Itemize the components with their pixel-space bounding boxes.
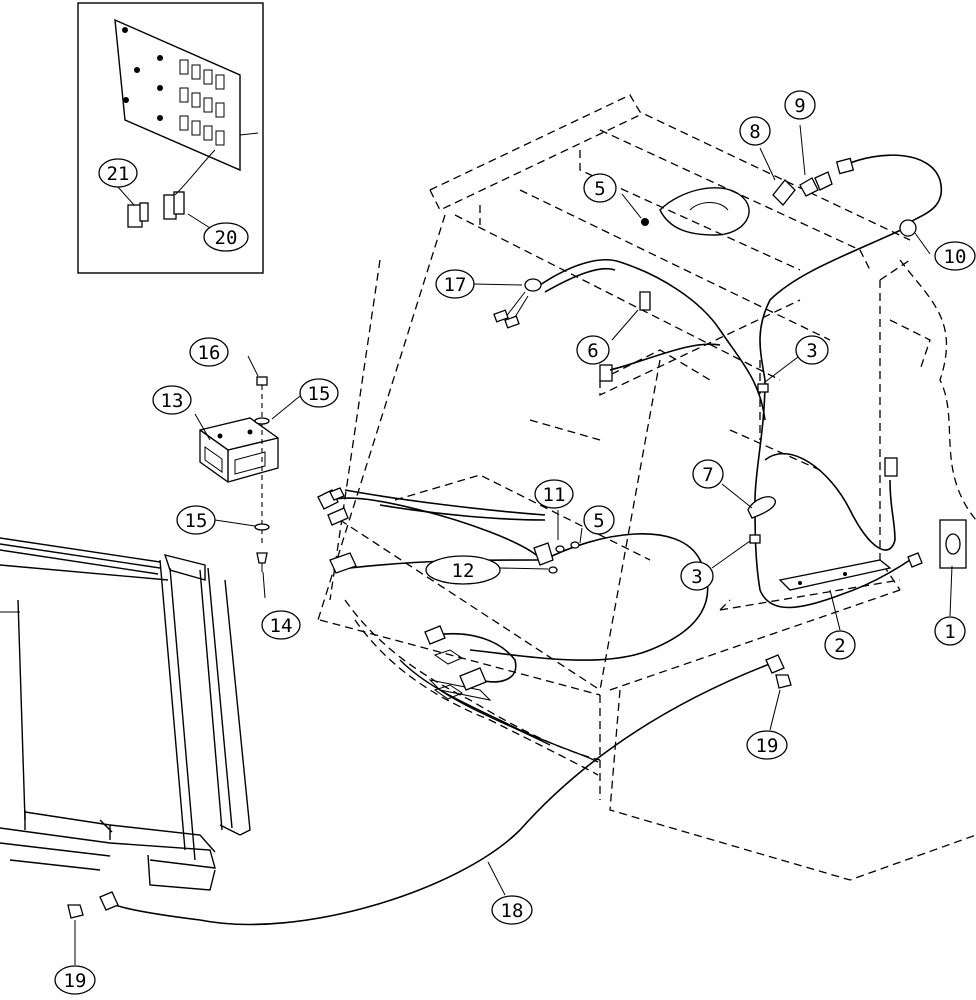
callout-3a: 3 bbox=[795, 335, 829, 365]
callout-19a: 19 bbox=[746, 730, 788, 760]
callout-12: 12 bbox=[425, 555, 501, 585]
bracket-assembly bbox=[199, 376, 279, 572]
callout-label: 3 bbox=[806, 340, 817, 362]
callout-16: 16 bbox=[189, 337, 229, 367]
callout-label: 15 bbox=[308, 383, 331, 405]
callout-13: 13 bbox=[152, 385, 192, 415]
inset-switch-panel bbox=[77, 2, 264, 274]
callout-label: 19 bbox=[756, 735, 779, 757]
wiring-harness bbox=[67, 154, 967, 926]
cross-member bbox=[344, 599, 601, 776]
callout-11: 11 bbox=[534, 479, 574, 509]
callout-15b: 15 bbox=[176, 505, 216, 535]
callout-label: 15 bbox=[185, 510, 208, 532]
callout-7: 7 bbox=[692, 459, 724, 489]
callout-label: 6 bbox=[587, 340, 598, 362]
callout-label: 19 bbox=[64, 970, 87, 992]
callout-9: 9 bbox=[784, 90, 816, 120]
callout-17: 17 bbox=[435, 269, 475, 299]
callout-5a: 5 bbox=[583, 173, 617, 203]
callouts: 21 20 16 15 13 15 14 17 5 6 8 9 10 3 7 1… bbox=[54, 90, 976, 995]
callout-18: 18 bbox=[491, 895, 533, 925]
callout-15a: 15 bbox=[299, 378, 339, 408]
callout-label: 2 bbox=[834, 635, 845, 657]
callout-5b: 5 bbox=[583, 505, 615, 535]
callout-label: 3 bbox=[691, 566, 702, 588]
callout-8: 8 bbox=[739, 116, 771, 146]
callout-6: 6 bbox=[576, 335, 610, 365]
callout-19b: 19 bbox=[54, 965, 96, 995]
callout-label: 18 bbox=[501, 900, 524, 922]
callout-3b: 3 bbox=[680, 561, 714, 591]
callout-label: 21 bbox=[107, 163, 130, 185]
callout-label: 11 bbox=[543, 484, 566, 506]
callout-1: 1 bbox=[934, 616, 966, 646]
callout-label: 8 bbox=[749, 121, 760, 143]
leader-lines bbox=[74, 124, 953, 965]
callout-label: 1 bbox=[944, 621, 955, 643]
callout-label: 16 bbox=[198, 342, 221, 364]
callout-label: 5 bbox=[594, 178, 605, 200]
callout-label: 17 bbox=[444, 274, 467, 296]
callout-label: 10 bbox=[944, 246, 967, 268]
callout-label: 7 bbox=[702, 464, 713, 486]
callout-10: 10 bbox=[934, 241, 976, 271]
callout-label: 9 bbox=[794, 95, 805, 117]
callout-2: 2 bbox=[824, 630, 856, 660]
loader-frame bbox=[317, 94, 976, 881]
callout-label: 5 bbox=[593, 510, 604, 532]
callout-21: 21 bbox=[98, 158, 138, 188]
callout-label: 20 bbox=[215, 227, 238, 249]
callout-label: 12 bbox=[452, 560, 475, 582]
callout-20: 20 bbox=[203, 222, 249, 252]
callout-label: 14 bbox=[270, 615, 293, 637]
callout-14: 14 bbox=[261, 610, 301, 640]
callout-label: 13 bbox=[161, 390, 184, 412]
cab-door bbox=[0, 537, 251, 891]
